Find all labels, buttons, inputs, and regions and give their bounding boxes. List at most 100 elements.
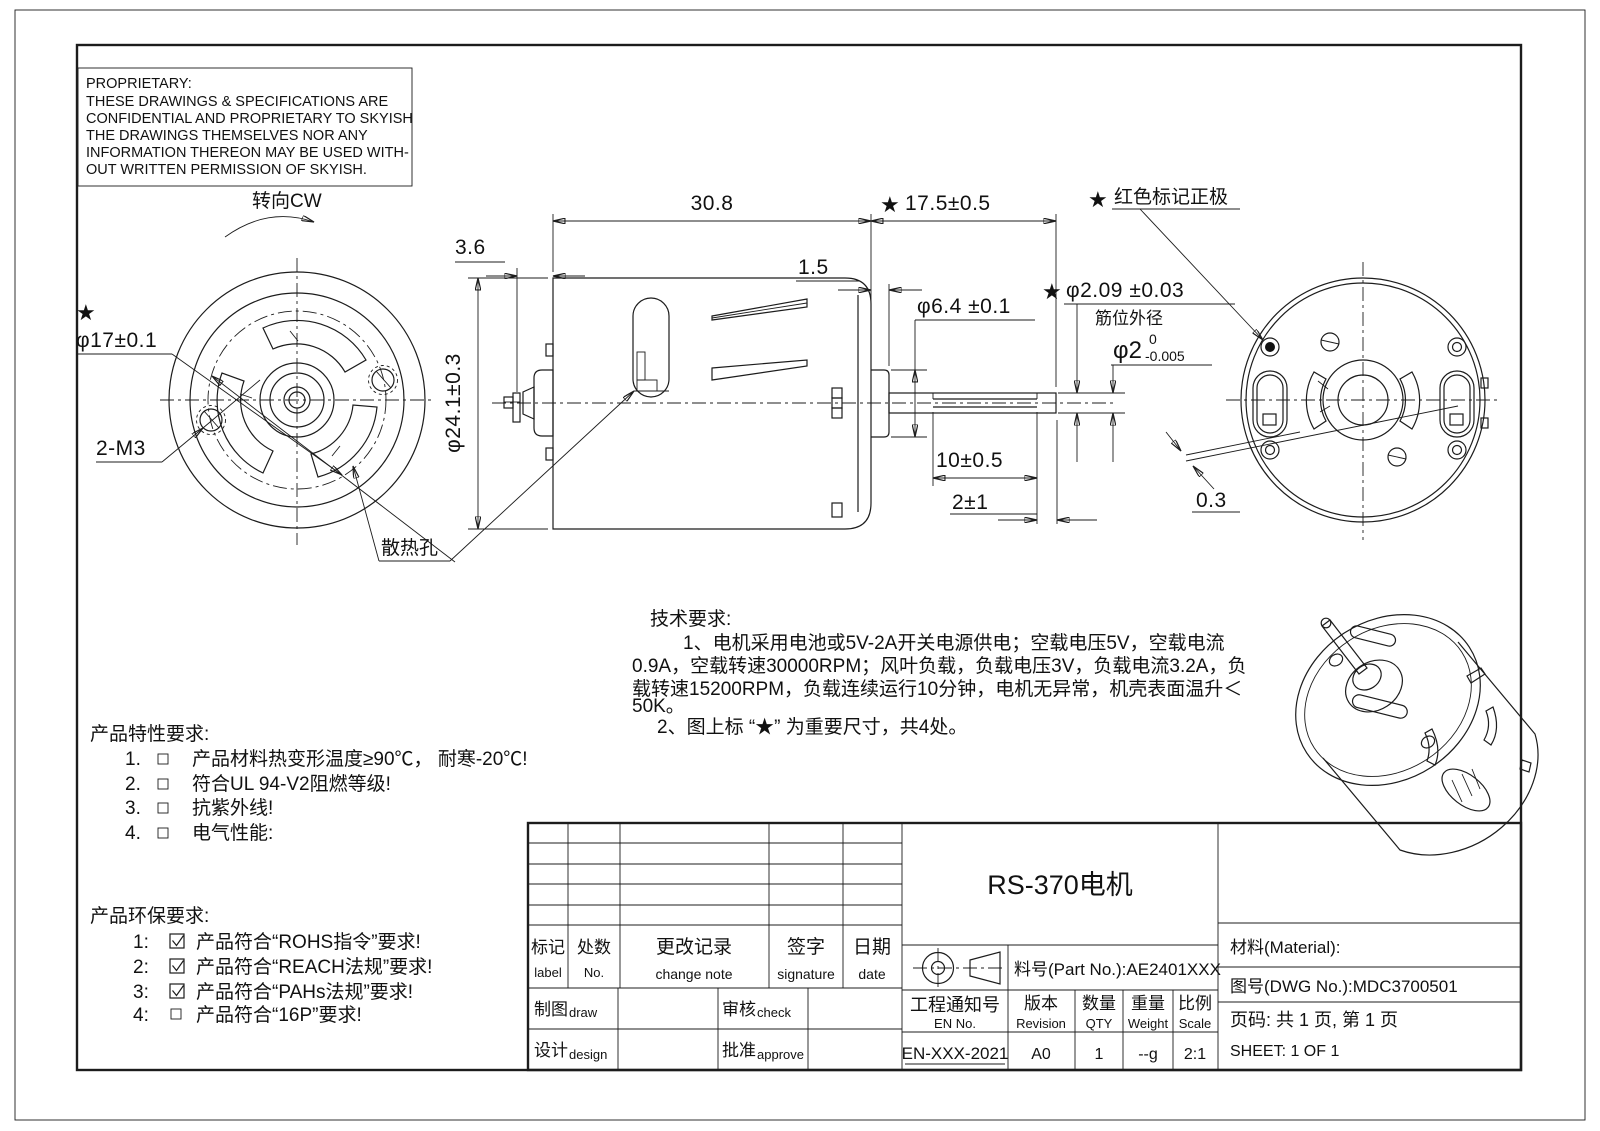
scale-value: 2:1 [1184, 1046, 1206, 1063]
important-star-icon: ★ [880, 192, 900, 217]
title-block-roles: 制图 draw 审核 check 设计 design 批准 approve [534, 1000, 804, 1062]
product-title: RS-370电机 [987, 870, 1133, 900]
svg-text:signature: signature [777, 966, 835, 982]
weight-value: --g [1138, 1046, 1158, 1063]
env-reqs-title: 产品环保要求: [90, 905, 209, 927]
svg-text:2.: 2. [125, 774, 141, 795]
checkbox-icon [169, 958, 185, 974]
shaft-dimensions: ★ φ2.09 ±0.03 筋位外径 φ2 0 -0.005 [1042, 279, 1235, 462]
svg-text:版本: 版本 [1024, 994, 1058, 1013]
checkbox-icon [157, 778, 169, 790]
title-block: 标记 label 处数 No. 更改记录 change note 签字 sign… [526, 821, 1523, 1072]
svg-text:标记: 标记 [531, 938, 565, 957]
dim-shaft-diameter: φ2 [1113, 337, 1142, 364]
dim-mount-circle: φ17±0.1 [76, 329, 157, 352]
important-star-icon: ★ [1042, 279, 1062, 304]
iso-view [1295, 614, 1539, 856]
svg-text:approve: approve [757, 1047, 804, 1062]
svg-text:1:: 1: [133, 932, 149, 953]
important-star-icon: ★ [76, 300, 96, 325]
proprietary-line: THE DRAWINGS THEMSELVES NOR ANY [86, 128, 368, 144]
side-view-dimensions: 30.8 ★ 17.5±0.5 3.6 1.5 φ24.1±0.3 φ6.4 ±… [353, 192, 1097, 562]
proprietary-line: PROPRIETARY: [86, 76, 192, 92]
checkbox-icon [157, 753, 169, 765]
tech-notes-line: 载转速15200RPM，负载连续运行10分钟，电机无异常，机壳表面温升＜ [632, 678, 1242, 700]
feature-req-item: 3. 抗紫外线! [125, 797, 273, 819]
tech-notes-line: 50K。 [632, 696, 685, 717]
part-number: 料号(Part No.):AE2401XXX [1014, 960, 1221, 979]
tech-notes-line: 0.9A，空载转速30000RPM；风叶负载，负载电压3V，负载电流3.2A，负 [632, 655, 1246, 677]
dim-boss-lip: 1.5 [798, 256, 829, 279]
feature-req-item: 4. 电气性能: [125, 822, 273, 844]
dwg-number: 图号(DWG No.):MDC3700501 [1230, 977, 1458, 996]
svg-text:签字: 签字 [787, 936, 825, 958]
proprietary-line: THESE DRAWINGS & SPECIFICATIONS ARE [86, 94, 388, 110]
title-block-grid [528, 823, 1521, 1070]
page-number-cn: 页码: 共 1 页, 第 1 页 [1230, 1010, 1398, 1030]
shaft-tol-upper: 0 [1149, 331, 1157, 347]
svg-text:date: date [858, 966, 885, 982]
svg-text:批准: 批准 [722, 1041, 756, 1060]
proprietary-line: CONFIDENTIAL AND PROPRIETARY TO SKYISH [86, 111, 413, 127]
material-label: 材料(Material): [1230, 938, 1341, 957]
env-requirements: 产品环保要求: 1: 产品符合“ROHS指令”要求! 2: 产品符合“REACH… [90, 905, 432, 1026]
checkbox-icon [170, 1008, 182, 1020]
title-block-border [526, 821, 1523, 1072]
svg-text:电气性能:: 电气性能: [192, 822, 273, 844]
svg-text:Revision: Revision [1016, 1016, 1066, 1031]
svg-text:4.: 4. [125, 823, 141, 844]
svg-text:3.: 3. [125, 798, 141, 819]
dim-hub-diameter: φ6.4 ±0.1 [917, 295, 1011, 318]
svg-text:Scale: Scale [1179, 1016, 1212, 1031]
svg-text:4:: 4: [133, 1005, 149, 1026]
front-view [160, 258, 435, 545]
svg-text:EN No.: EN No. [934, 1016, 976, 1031]
env-req-item: 1: 产品符合“ROHS指令”要求! [133, 931, 421, 953]
svg-text:工程通知号: 工程通知号 [910, 995, 1000, 1015]
proprietary-line: OUT WRITTEN PERMISSION OF SKYISH. [86, 162, 367, 178]
proprietary-note: PROPRIETARY: THESE DRAWINGS & SPECIFICAT… [77, 67, 413, 187]
svg-text:产品符合“16P”要求!: 产品符合“16P”要求! [196, 1004, 362, 1026]
sheet-number-en: SHEET: 1 OF 1 [1230, 1043, 1339, 1060]
svg-text:design: design [569, 1047, 607, 1062]
shaft-tol-lower: -0.005 [1145, 348, 1185, 364]
svg-text:设计: 设计 [534, 1041, 568, 1060]
svg-text:产品符合“PAHs法规”要求!: 产品符合“PAHs法规”要求! [196, 981, 413, 1003]
dim-body-diameter: φ24.1±0.3 [442, 353, 465, 453]
svg-text:符合UL 94-V2阻燃等级!: 符合UL 94-V2阻燃等级! [192, 773, 391, 795]
svg-text:产品符合“REACH法规”要求!: 产品符合“REACH法规”要求! [196, 956, 432, 978]
revision-value: A0 [1031, 1046, 1051, 1063]
env-req-item: 2: 产品符合“REACH法规”要求! [133, 956, 432, 978]
title-block-columns: 工程通知号 EN No. 版本 Revision 数量 QTY 重量 Weigh… [902, 994, 1212, 1063]
env-req-item: 3: 产品符合“PAHs法规”要求! [133, 981, 413, 1003]
checkbox-icon [157, 802, 169, 814]
feature-reqs-title: 产品特性要求: [90, 723, 209, 745]
projection-symbol-icon [913, 948, 1004, 988]
feature-req-item: 2. 符合UL 94-V2阻燃等级! [125, 773, 391, 795]
svg-text:产品材料热变形温度≥90℃， 耐寒-20℃!: 产品材料热变形温度≥90℃， 耐寒-20℃! [192, 748, 528, 770]
rotation-cw-label: 转向CW [252, 190, 322, 212]
important-star-icon: ★ [1088, 187, 1108, 212]
side-view [492, 277, 1125, 530]
feature-requirements: 产品特性要求: 1. 产品材料热变形温度≥90℃， 耐寒-20℃! 2. 符合U… [90, 723, 528, 844]
dim-terminal-thickness: 0.3 [1196, 489, 1227, 512]
title-block-right: 材料(Material): 图号(DWG No.):MDC3700501 页码:… [1230, 938, 1458, 1060]
svg-text:2:: 2: [133, 957, 149, 978]
dim-body-length: 30.8 [691, 192, 734, 215]
checkbox-icon [169, 933, 185, 949]
svg-text:处数: 处数 [577, 938, 611, 957]
svg-text:change note: change note [655, 966, 732, 982]
tech-notes-line: 2、图上标 “★” 为重要尺寸，共4处。 [657, 716, 967, 738]
en-number-value: EN-XXX-2021 [902, 1044, 1009, 1063]
svg-text:check: check [757, 1005, 791, 1020]
qty-value: 1 [1095, 1046, 1104, 1063]
vent-label: 散热孔 [381, 537, 438, 559]
rear-view [1185, 262, 1500, 540]
feature-req-item: 1. 产品材料热变形温度≥90℃， 耐寒-20℃! [125, 748, 528, 770]
rib-note: 筋位外径 [1095, 309, 1163, 328]
svg-text:3:: 3: [133, 982, 149, 1003]
front-view-annotations: 转向CW ★ φ17±0.1 2-M3 [76, 190, 456, 563]
svg-text:制图: 制图 [534, 1000, 568, 1019]
svg-text:Weight: Weight [1128, 1016, 1169, 1031]
